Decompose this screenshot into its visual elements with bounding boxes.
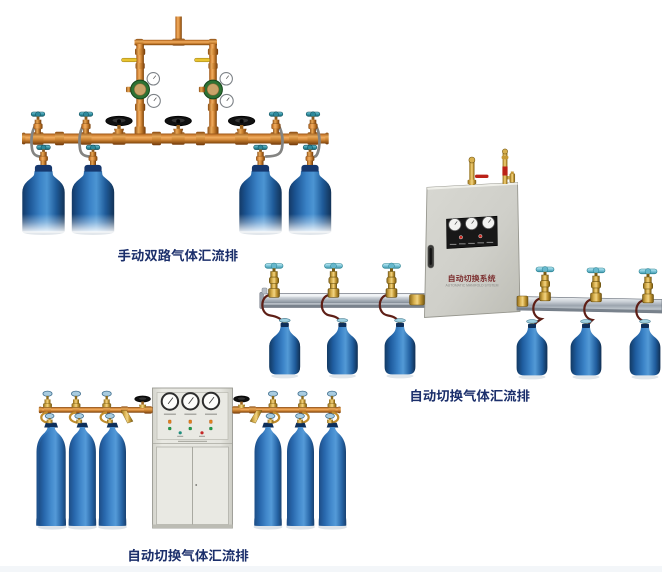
svg-text:AUTOMATIC MANIFOLD SYSTEM: AUTOMATIC MANIFOLD SYSTEM	[446, 284, 499, 288]
